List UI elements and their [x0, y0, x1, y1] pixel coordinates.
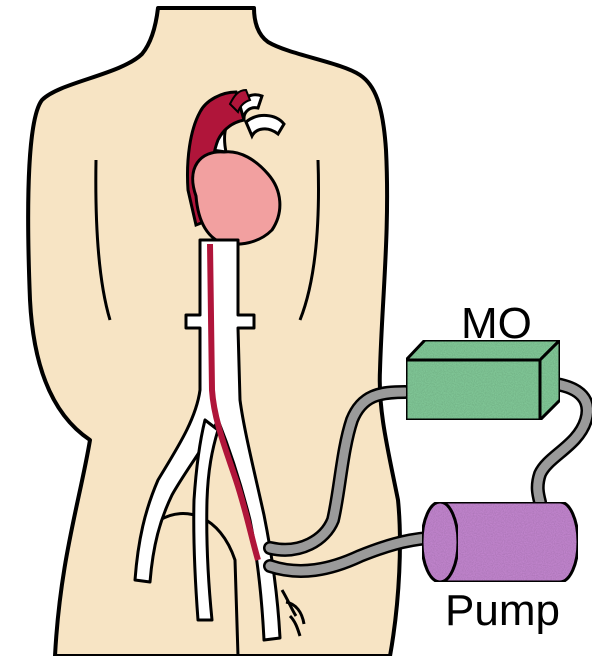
pump-label: Pump: [445, 589, 560, 633]
oxygenator-label: MO: [461, 302, 532, 346]
membrane-oxygenator-icon: [406, 340, 560, 420]
pump-cylinder-icon: [422, 502, 578, 582]
